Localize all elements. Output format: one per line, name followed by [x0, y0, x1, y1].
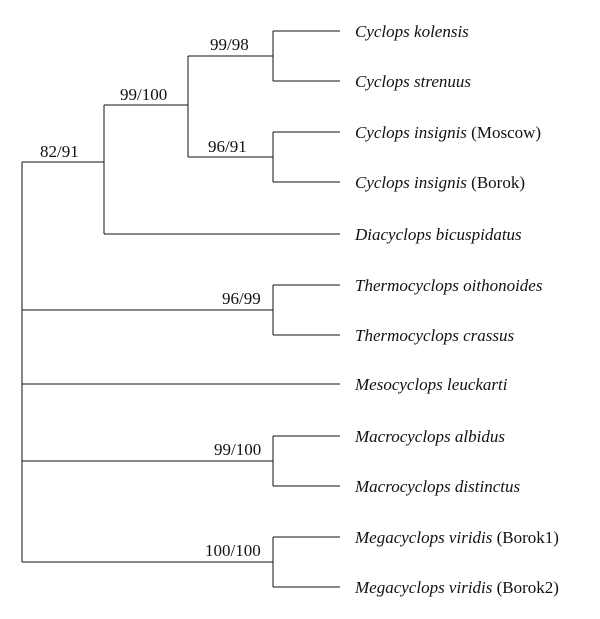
support-megacyclops: 100/100: [205, 541, 261, 560]
support-values: 99/98 99/100 96/91 82/91 96/99 99/100 10…: [40, 35, 261, 560]
leaf-label-cyclops-kolensis: Cyclops kolensis: [355, 22, 469, 41]
support-insignis-pair: 96/91: [208, 137, 247, 156]
leaf-label-cyclops-insignis-borok: Cyclops insignis (Borok): [355, 173, 525, 192]
leaf-labels: Cyclops kolensis Cyclops strenuus Cyclop…: [354, 22, 559, 597]
leaf-label-megacyclops-viridis-borok2: Megacyclops viridis (Borok2): [354, 578, 559, 597]
support-macrocyclops: 99/100: [214, 440, 261, 459]
tree-branches: [21, 30, 340, 588]
leaf-label-thermocyclops-oithonoides: Thermocyclops oithonoides: [355, 276, 543, 295]
leaf-label-cyclops-strenuus: Cyclops strenuus: [355, 72, 471, 91]
leaf-label-megacyclops-viridis-borok1: Megacyclops viridis (Borok1): [354, 528, 559, 547]
leaf-label-cyclops-insignis-moscow: Cyclops insignis (Moscow): [355, 123, 541, 142]
support-thermocyclops: 96/99: [222, 289, 261, 308]
leaf-label-macrocyclops-albidus: Macrocyclops albidus: [354, 427, 505, 446]
leaf-label-mesocyclops-leuckarti: Mesocyclops leuckarti: [354, 375, 508, 394]
leaf-label-macrocyclops-distinctus: Macrocyclops distinctus: [354, 477, 520, 496]
leaf-label-diacyclops-bicuspidatus: Diacyclops bicuspidatus: [354, 225, 522, 244]
support-kolensis-strenuus: 99/98: [210, 35, 249, 54]
support-cyclops-genus: 99/100: [120, 85, 167, 104]
leaf-label-thermocyclops-crassus: Thermocyclops crassus: [355, 326, 515, 345]
support-cyclops-diacyclops: 82/91: [40, 142, 79, 161]
